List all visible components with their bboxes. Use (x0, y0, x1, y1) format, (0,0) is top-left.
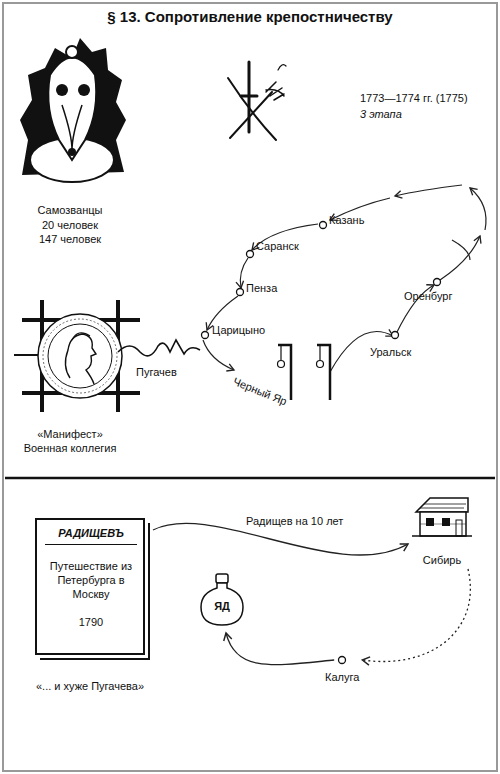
text-label: Саранск (256, 240, 299, 253)
house-icon (412, 494, 472, 540)
text-label: 1773—1774 гг. (1775) (360, 92, 468, 105)
text-label: Самозванцы (38, 204, 103, 217)
impostor-figure (20, 38, 126, 182)
text-label: «Манифест» (37, 428, 103, 441)
place-name: Калуга (325, 671, 359, 684)
text-label: Пугачев (136, 366, 177, 379)
text-label: «... и хуже Пугачева» (36, 680, 144, 693)
text-label: Пенза (246, 282, 277, 295)
text-label: 3 этапа (360, 108, 402, 121)
book-node: РАДИЩЕВЪ Путешествие из Петербурга в Моск… (35, 518, 145, 655)
bottle-node: ЯД (199, 573, 245, 627)
page-title: § 13. Сопротивление крепостничеству (0, 8, 500, 25)
book-title: Путешествие из Петербурга в Москву (45, 559, 137, 601)
weapons-icon (228, 62, 286, 140)
dot-node: Калуга (325, 655, 359, 684)
campaign-route (203, 185, 486, 372)
text-label: Царицыно (212, 324, 265, 337)
gallows (278, 345, 331, 400)
connector (226, 633, 334, 665)
text-label: 147 человек (39, 233, 101, 246)
text-label: Военная коллегия (24, 442, 117, 455)
pugachev-seal (14, 300, 200, 412)
connector (362, 569, 470, 662)
page-frame (3, 3, 497, 771)
text-label: Оренбург (404, 290, 452, 303)
edge-label: Радищев на 10 лет (244, 515, 345, 528)
text-label: 20 человек (42, 219, 98, 232)
book-year: 1790 (45, 615, 137, 629)
house-node: Сибирь (412, 494, 472, 567)
bottle-label: ЯД (199, 573, 245, 613)
book-author: РАДИЩЕВЪ (45, 526, 137, 545)
divider (5, 477, 495, 480)
connector (153, 523, 408, 555)
place-name: Сибирь (412, 554, 472, 567)
text-label: Казань (329, 214, 364, 227)
town-dots (202, 222, 441, 339)
text-label: Уральск (370, 346, 411, 359)
text-label: Черный Яр (231, 375, 289, 408)
place-dot (337, 655, 347, 665)
